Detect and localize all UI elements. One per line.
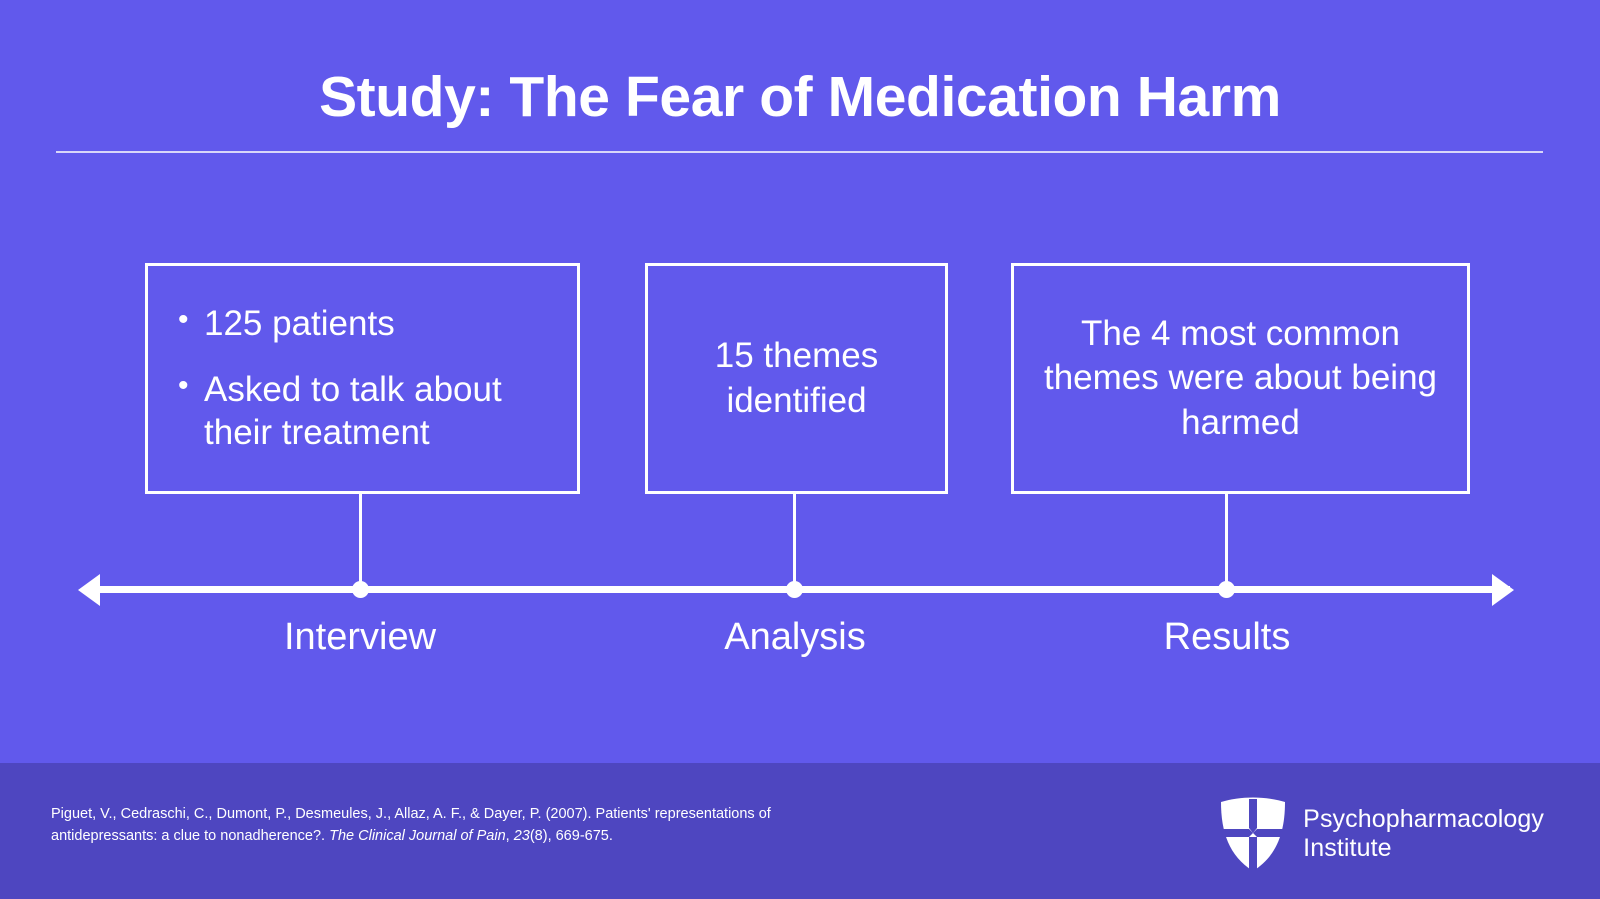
citation-journal: The Clinical Journal of Pain <box>329 828 506 845</box>
timeline-label-results: Results <box>1163 616 1291 658</box>
footer-band: Piguet, V., Cedraschi, C., Dumont, P., D… <box>0 763 1600 899</box>
list-item: Asked to talk about their treatment <box>178 366 555 455</box>
timeline-label-interview: Interview <box>283 616 437 658</box>
brand-logo: Psychopharmacology Institute <box>1219 796 1544 872</box>
citation-volume: 23 <box>513 828 530 845</box>
list-item: 125 patients <box>178 300 555 345</box>
brand-name-line-1: Psychopharmacology <box>1303 805 1544 833</box>
stage-box-analysis: 15 themes identified <box>645 263 948 494</box>
timeline-marker-interview <box>352 581 369 598</box>
brand-name: Psychopharmacology Institute <box>1303 805 1544 863</box>
connector-line-interview <box>359 494 362 590</box>
citation-part-1: Piguet, V., Cedraschi, C., Dumont, P., D… <box>51 806 771 845</box>
brand-name-line-2: Institute <box>1303 834 1392 862</box>
shield-logo-icon <box>1221 797 1286 872</box>
connector-line-analysis <box>793 494 796 590</box>
analysis-box-text: 15 themes identified <box>714 336 879 420</box>
arrow-left-icon <box>78 574 100 606</box>
citation-text: Piguet, V., Cedraschi, C., Dumont, P., D… <box>51 803 791 848</box>
connector-line-results <box>1225 494 1228 590</box>
stage-box-results: The 4 most common themes were about bein… <box>1011 263 1470 494</box>
arrow-right-icon <box>1492 574 1514 606</box>
timeline-marker-results <box>1218 581 1235 598</box>
page-title: Study: The Fear of Medication Harm <box>319 65 1281 129</box>
timeline-label-analysis: Analysis <box>724 616 866 658</box>
citation-part-2: , <box>505 828 514 845</box>
interview-bullet-list: 125 patients Asked to talk about their t… <box>178 300 555 455</box>
title-divider <box>56 151 1543 153</box>
results-box-text: The 4 most common themes were about bein… <box>1043 314 1438 442</box>
stage-box-interview: 125 patients Asked to talk about their t… <box>145 263 580 494</box>
timeline-marker-analysis <box>786 581 803 598</box>
citation-part-3: (8), 669-675. <box>529 828 613 845</box>
